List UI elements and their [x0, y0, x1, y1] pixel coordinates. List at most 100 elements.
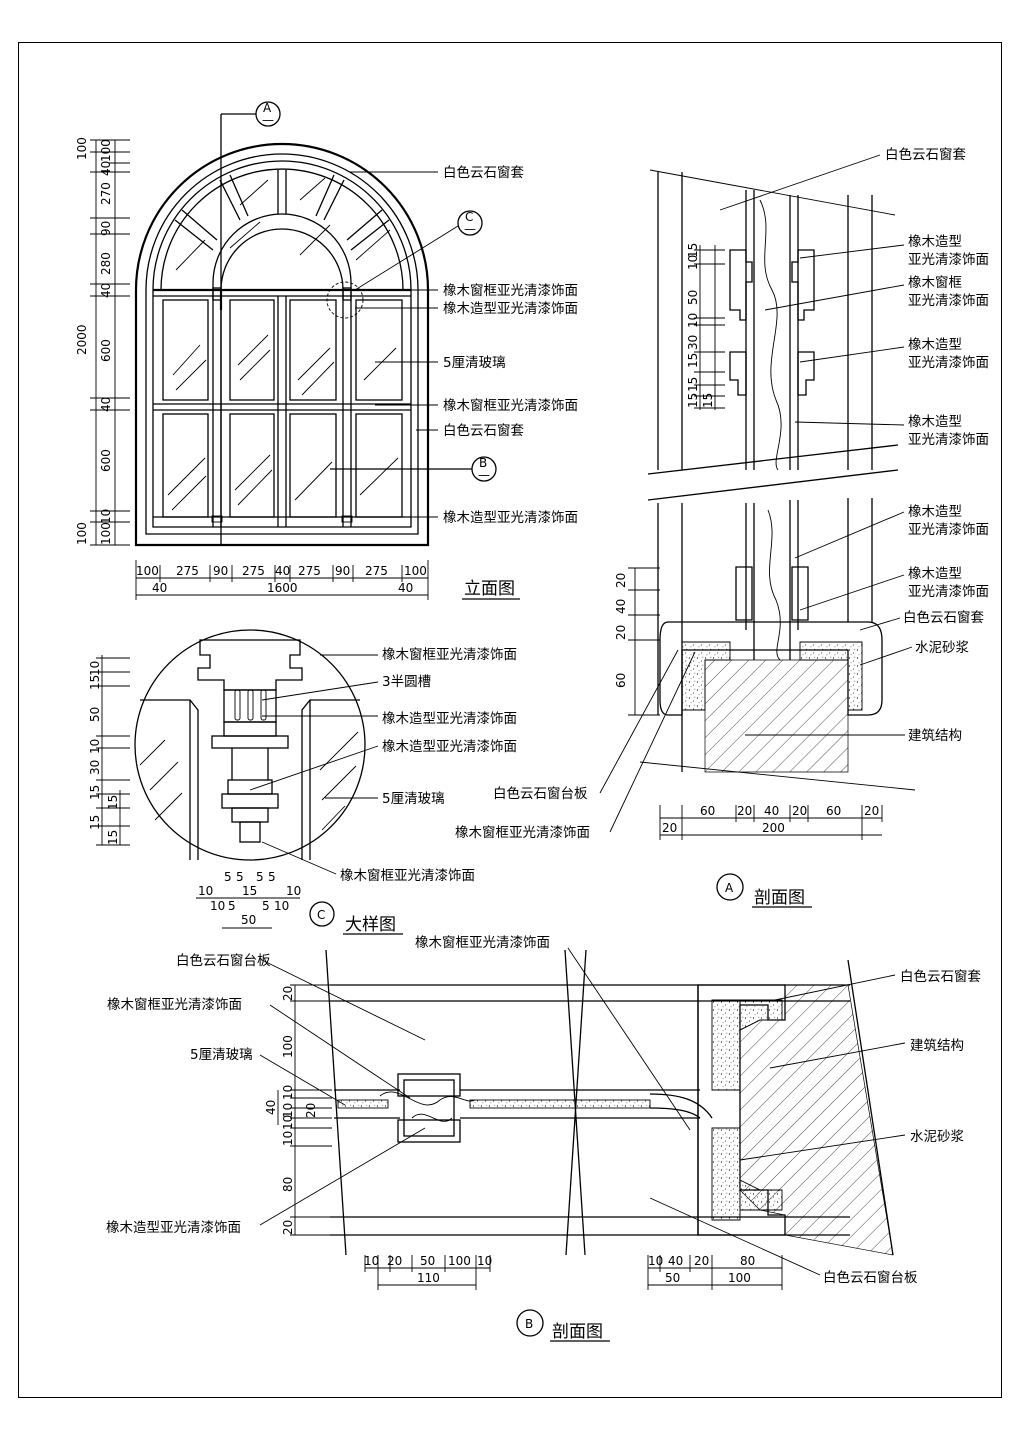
svg-text:10: 10 [364, 1254, 379, 1268]
svg-text:橡木窗框亚光清漆饰面: 橡木窗框亚光清漆饰面 [382, 646, 517, 663]
svg-text:20: 20 [281, 1220, 295, 1235]
svg-text:10: 10 [88, 739, 102, 754]
svg-text:100: 100 [281, 1035, 295, 1058]
svg-text:15: 15 [686, 393, 700, 408]
svg-text:—: — [262, 113, 274, 127]
detail-c-labels: 橡木窗框亚光清漆饰面 3半圆槽 橡木造型亚光清漆饰面 橡木造型亚光清漆饰面 5厘… [249, 646, 517, 884]
svg-text:20: 20 [864, 804, 879, 818]
svg-text:30: 30 [686, 335, 700, 350]
svg-text:橡木造型: 橡木造型 [908, 414, 962, 430]
svg-text:亚光清漆饰面: 亚光清漆饰面 [908, 355, 989, 371]
detail-c-title: C 大样图 [309, 901, 403, 935]
svg-text:15: 15 [106, 830, 120, 845]
svg-text:白色云石窗套: 白色云石窗套 [900, 968, 981, 985]
svg-text:50: 50 [241, 913, 256, 927]
svg-text:20: 20 [792, 804, 807, 818]
elevation-labels: 白色云石窗套 橡木窗框亚光清漆饰面 橡木造型亚光清漆饰面 5厘清玻璃 橡木窗框亚… [348, 164, 578, 600]
svg-text:20: 20 [614, 625, 628, 640]
svg-text:橡木窗框亚光清漆饰面: 橡木窗框亚光清漆饰面 [415, 934, 550, 951]
svg-text:剖面图: 剖面图 [754, 888, 805, 908]
svg-text:80: 80 [740, 1254, 755, 1268]
svg-text:15: 15 [88, 815, 102, 830]
svg-text:2000: 2000 [75, 324, 89, 355]
svg-text:建筑结构: 建筑结构 [908, 728, 962, 744]
svg-text:5厘清玻璃: 5厘清玻璃 [190, 1046, 253, 1063]
svg-text:15: 15 [242, 884, 257, 898]
svg-text:剖面图: 剖面图 [552, 1322, 603, 1342]
label-white-marble-casing-2: 白色云石窗套 [443, 422, 524, 439]
svg-text:15: 15 [88, 675, 102, 690]
svg-text:橡木造型: 橡木造型 [908, 504, 962, 520]
svg-text:建筑结构: 建筑结构 [910, 1038, 964, 1054]
section-a-labels: 白色云石窗套 橡木造型 亚光清漆饰面 橡木窗框 亚光清漆饰面 橡木造型 亚光清漆… [455, 146, 989, 841]
svg-text:80: 80 [281, 1177, 295, 1192]
svg-text:600: 600 [99, 339, 113, 362]
svg-text:亚光清漆饰面: 亚光清漆饰面 [908, 584, 989, 600]
svg-text:20: 20 [281, 986, 295, 1001]
svg-text:5: 5 [228, 899, 236, 913]
svg-text:C: C [317, 908, 325, 922]
svg-text:亚光清漆饰面: 亚光清漆饰面 [908, 522, 989, 538]
svg-text:水泥砂浆: 水泥砂浆 [915, 640, 969, 656]
svg-text:50: 50 [420, 1254, 435, 1268]
svg-text:A: A [263, 101, 272, 115]
svg-text:10: 10 [477, 1254, 492, 1268]
section-b-bottom-dimensions: 10 20 50 100 10 110 10 40 20 80 50 100 [364, 1254, 783, 1290]
svg-text:10: 10 [88, 661, 102, 676]
svg-text:60: 60 [614, 673, 628, 688]
svg-text:270: 270 [99, 182, 113, 205]
svg-text:40: 40 [668, 1254, 683, 1268]
svg-text:100: 100 [99, 139, 113, 162]
svg-text:280: 280 [99, 252, 113, 275]
section-b-left-dimensions: 20 100 10 10 40 10 10 20 80 20 [264, 984, 332, 1236]
svg-text:橡木造型亚光清漆饰面: 橡木造型亚光清漆饰面 [382, 711, 517, 727]
svg-text:—: — [464, 222, 476, 236]
svg-text:20: 20 [662, 821, 677, 835]
svg-text:30: 30 [88, 760, 102, 775]
svg-text:10: 10 [210, 899, 225, 913]
label-white-marble-casing-3: 白色云石窗套 [885, 146, 966, 163]
svg-text:10: 10 [286, 884, 301, 898]
svg-text:橡木窗框亚光清漆饰面: 橡木窗框亚光清漆饰面 [340, 867, 475, 884]
svg-text:90: 90 [99, 221, 113, 236]
svg-text:5: 5 [224, 870, 232, 884]
svg-text:20: 20 [737, 804, 752, 818]
svg-text:600: 600 [99, 449, 113, 472]
svg-text:5: 5 [236, 870, 244, 884]
svg-text:10: 10 [648, 1254, 663, 1268]
section-b-labels: 白色云石窗台板 橡木窗框亚光清漆饰面 5厘清玻璃 橡木造型亚光清漆饰面 橡木窗框… [106, 934, 981, 1286]
label-glass-1: 5厘清玻璃 [443, 354, 506, 371]
svg-text:橡木窗框亚光清漆饰面: 橡木窗框亚光清漆饰面 [455, 824, 590, 841]
svg-text:1600: 1600 [267, 581, 298, 595]
svg-text:40: 40 [264, 1100, 278, 1115]
svg-text:3半圆槽: 3半圆槽 [382, 674, 431, 690]
svg-text:橡木造型: 橡木造型 [908, 234, 962, 250]
svg-text:15: 15 [686, 353, 700, 368]
svg-text:40: 40 [275, 564, 290, 578]
drawing-border [18, 42, 1002, 1398]
svg-text:275: 275 [298, 564, 321, 578]
svg-text:5: 5 [262, 899, 270, 913]
svg-text:白色云石窗台板: 白色云石窗台板 [823, 1269, 918, 1286]
svg-text:10: 10 [281, 1085, 295, 1100]
svg-text:50: 50 [686, 290, 700, 305]
svg-text:90: 90 [213, 564, 228, 578]
label-oak-frame-2: 橡木窗框亚光清漆饰面 [443, 397, 578, 414]
section-marker-c-elevation: C — [326, 210, 483, 319]
svg-text:亚光清漆饰面: 亚光清漆饰面 [908, 293, 989, 309]
svg-text:60: 60 [700, 804, 715, 818]
svg-text:亚光清漆饰面: 亚光清漆饰面 [908, 252, 989, 268]
svg-text:15: 15 [686, 377, 700, 392]
svg-text:100: 100 [75, 522, 89, 545]
svg-text:橡木窗框: 橡木窗框 [908, 274, 962, 291]
svg-text:大样图: 大样图 [345, 915, 396, 935]
elevation-view [134, 142, 430, 547]
svg-text:20: 20 [387, 1254, 402, 1268]
svg-text:橡木造型亚光清漆饰面: 橡木造型亚光清漆饰面 [106, 1220, 241, 1236]
svg-text:20: 20 [614, 573, 628, 588]
svg-text:20: 20 [304, 1103, 318, 1118]
svg-text:60: 60 [826, 804, 841, 818]
svg-text:橡木窗框亚光清漆饰面: 橡木窗框亚光清漆饰面 [107, 996, 242, 1013]
svg-text:40: 40 [99, 161, 113, 176]
svg-text:40: 40 [99, 397, 113, 412]
